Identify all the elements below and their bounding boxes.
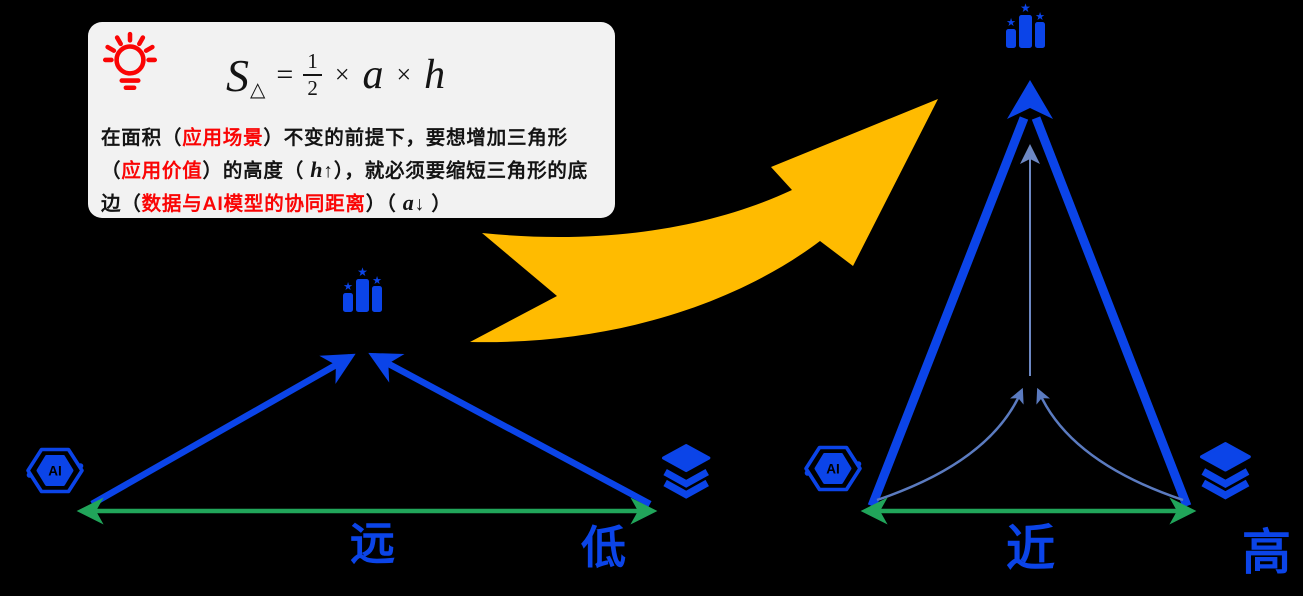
- formula-height-h: h: [424, 52, 446, 98]
- explanation-segment: ）: [425, 193, 452, 215]
- formula-subscript-triangle: △: [250, 78, 266, 101]
- right-value-label: 高: [1242, 526, 1292, 580]
- lightbulb-icon: [102, 31, 158, 91]
- ai-label: AI: [826, 462, 840, 477]
- variable-h: h: [310, 157, 324, 182]
- before-triangle: [76, 352, 658, 525]
- explanation-segment: ），就必须要缩短三角形的底边（: [101, 160, 588, 215]
- star-icon: ★: [1020, 1, 1031, 15]
- podium-star-icon: ★ ★ ★: [343, 265, 382, 312]
- left-base-label: 远: [350, 518, 396, 569]
- right-curve-arrow: [1036, 387, 1184, 502]
- data-layers-icon: [662, 444, 711, 499]
- fraction-denominator: 2: [303, 73, 322, 100]
- ai-label: AI: [48, 464, 62, 479]
- formula-s: S: [226, 49, 249, 101]
- variable-a: a: [402, 190, 415, 215]
- explanation-text: 在面积（应用场景）不变的前提下，要想增加三角形（应用价值）的高度（ h↑），就必…: [101, 122, 593, 220]
- triangle-area-formula: S △ = 1 2 × a × h: [226, 38, 445, 112]
- data-layers-icon: [1200, 442, 1251, 500]
- left-value-label: 低: [581, 522, 627, 573]
- left-curve-arrow: [876, 387, 1024, 502]
- right-base-label: 近: [1006, 522, 1056, 576]
- after-triangle: [860, 80, 1197, 525]
- fraction-one-half: 1 2: [303, 50, 322, 99]
- explanation-highlight-distance: 数据与AI模型的协同距离: [141, 193, 366, 215]
- formula-equals: =: [276, 58, 294, 91]
- explanation-segment: ）不变的前提下，要想增加三角形（: [101, 127, 568, 182]
- fraction-numerator: 1: [307, 49, 318, 74]
- star-icon: ★: [1035, 11, 1045, 23]
- formula-base-a: a: [362, 52, 384, 98]
- ai-hexagon-icon: AI: [26, 447, 84, 494]
- multiply-sign: ×: [396, 60, 412, 89]
- left-side-line: [867, 116, 1029, 508]
- left-side-arrow: [90, 353, 356, 507]
- up-arrow-icon: ↑: [323, 160, 334, 182]
- explanation-segment: 在面积（: [101, 127, 183, 149]
- star-icon: ★: [372, 275, 382, 287]
- explanation-highlight-scene: 应用场景: [182, 127, 264, 149]
- multiply-sign: ×: [334, 60, 350, 89]
- yellow-curved-arrow: [470, 99, 938, 343]
- formula-info-box: S △ = 1 2 × a × h 在面积（应用场景）不变的前提下，要想增加三角…: [88, 22, 615, 218]
- explanation-segment: ）（: [365, 193, 403, 215]
- podium-star-icon: ★ ★ ★: [1006, 1, 1045, 48]
- ai-hexagon-icon: AI: [804, 445, 862, 492]
- right-side-arrow: [368, 352, 652, 507]
- down-arrow-icon: ↓: [414, 193, 426, 215]
- right-side-line: [1031, 116, 1192, 508]
- star-icon: ★: [343, 281, 353, 293]
- explanation-highlight-value: 应用价值: [121, 160, 203, 182]
- star-icon: ★: [1006, 17, 1016, 29]
- explanation-segment: ）的高度（: [202, 160, 311, 182]
- star-icon: ★: [357, 265, 368, 279]
- apex-arrowhead: [1007, 80, 1053, 119]
